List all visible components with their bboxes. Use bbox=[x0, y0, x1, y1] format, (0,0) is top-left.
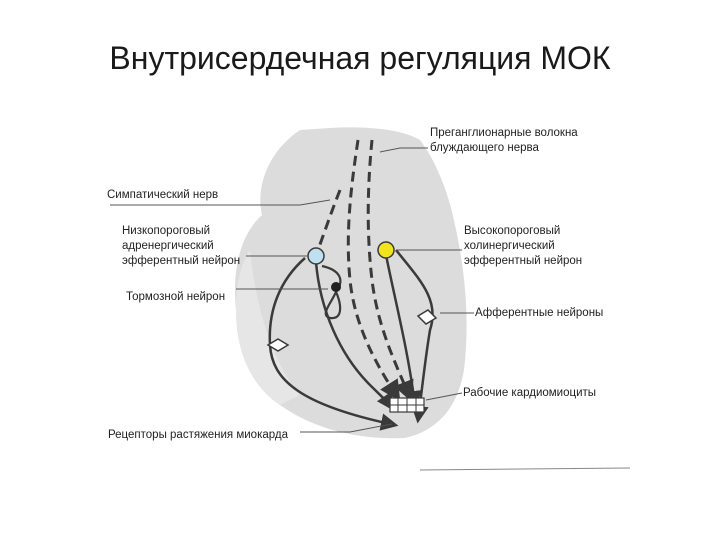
inhibitory-neuron-body bbox=[331, 282, 341, 292]
label-stretch-receptors: Рецепторы растяжения миокарда bbox=[108, 429, 288, 441]
vagus-fiber-left bbox=[346, 139, 401, 402]
label-low-threshold: Низкопороговый адренергический эфферентн… bbox=[122, 225, 241, 267]
high-threshold-neuron bbox=[377, 241, 395, 259]
low-threshold-neuron bbox=[307, 247, 325, 265]
label-high-threshold: Высокопороговый холинергический эфферент… bbox=[464, 225, 583, 267]
label-inhibitory: Тормозной нейрон bbox=[126, 291, 226, 303]
afferent-left-loop bbox=[268, 257, 399, 431]
label-cardiomyocytes: Рабочие кардиомиоциты bbox=[463, 387, 597, 399]
inhibitory-loop bbox=[321, 264, 342, 320]
label-preganglionic: Преганглионарные волокна блуждающего нер… bbox=[430, 127, 578, 154]
afferent-receptor-left bbox=[266, 338, 290, 352]
label-afferent: Афферентные нейроны bbox=[475, 307, 604, 319]
page-title: Внутрисердечная регуляция МОК bbox=[109, 40, 611, 76]
low-threshold-efferent-path bbox=[314, 261, 394, 411]
cardiomyocytes-cluster bbox=[389, 397, 425, 413]
vagus-fiber-right bbox=[366, 139, 414, 402]
baseline-rule bbox=[419, 467, 631, 471]
leader-lines bbox=[110, 147, 474, 433]
afferent-receptor-right bbox=[416, 309, 438, 325]
label-sympathetic: Симпатический нерв bbox=[107, 189, 219, 201]
afferent-right-loop bbox=[395, 249, 434, 424]
high-threshold-efferent-path bbox=[384, 254, 422, 409]
